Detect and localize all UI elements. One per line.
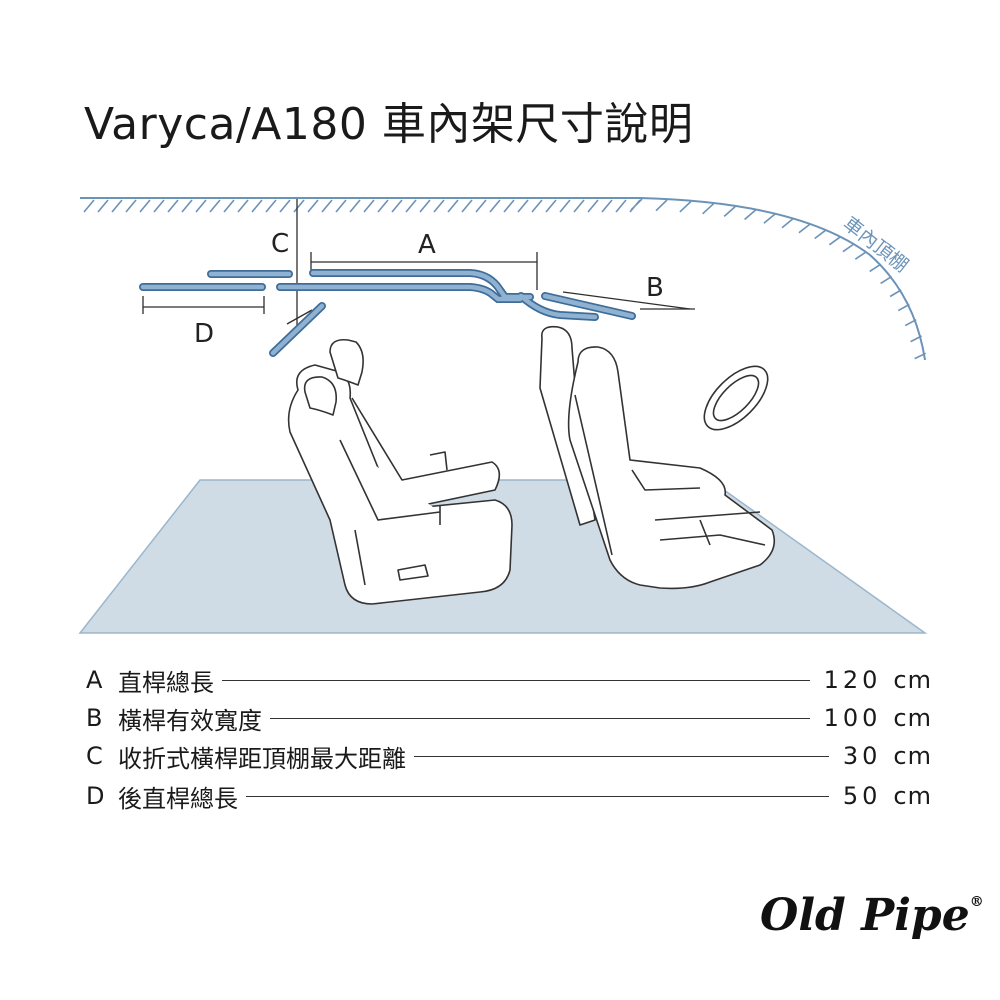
- leader-line: [246, 795, 829, 797]
- spec-row-a: A 直桿總長 120 cm: [86, 662, 932, 698]
- label-c: C: [271, 229, 289, 259]
- brand-name: Old Pipe: [760, 890, 970, 941]
- spec-label: 收折式橫桿距頂棚最大距離: [118, 744, 406, 773]
- rack-dimension-diagram: 車內頂棚 A B C D: [78, 197, 928, 634]
- registered-mark: ®: [969, 894, 984, 910]
- spec-value: 120: [823, 666, 882, 694]
- leader-line: [414, 755, 829, 757]
- label-a: A: [418, 230, 436, 260]
- spec-unit: cm: [893, 666, 932, 694]
- label-d: D: [194, 319, 214, 349]
- spec-label: 後直桿總長: [118, 784, 238, 813]
- brand-logo: Old Pipe®: [760, 890, 984, 941]
- page-title: Varyca/A180 車內架尺寸說明: [84, 99, 694, 150]
- spec-unit: cm: [893, 782, 932, 810]
- spec-value: 50: [842, 782, 882, 810]
- spec-letter: A: [86, 666, 103, 694]
- spec-unit: cm: [893, 742, 932, 770]
- leader-line: [270, 717, 810, 719]
- spec-label: 橫桿有效寬度: [118, 706, 262, 735]
- steering-wheel: [703, 365, 769, 431]
- spec-row-c: C 收折式橫桿距頂棚最大距離 30 cm: [86, 738, 932, 774]
- spec-letter: B: [86, 704, 103, 732]
- label-b: B: [646, 273, 664, 303]
- spec-row-b: B 橫桿有效寬度 100 cm: [86, 700, 932, 736]
- rear-seat: [287, 338, 513, 605]
- leader-line: [222, 679, 810, 681]
- spec-value: 100: [823, 704, 882, 732]
- spec-row-d: D 後直桿總長 50 cm: [86, 778, 932, 814]
- dimension-lines: [142, 199, 695, 326]
- spec-unit: cm: [893, 704, 932, 732]
- roof-rails: [139, 269, 636, 357]
- spec-value: 30: [842, 742, 882, 770]
- spec-label: 直桿總長: [118, 668, 214, 697]
- spec-letter: D: [86, 782, 105, 810]
- front-seat: [539, 325, 776, 590]
- spec-letter: C: [86, 742, 103, 770]
